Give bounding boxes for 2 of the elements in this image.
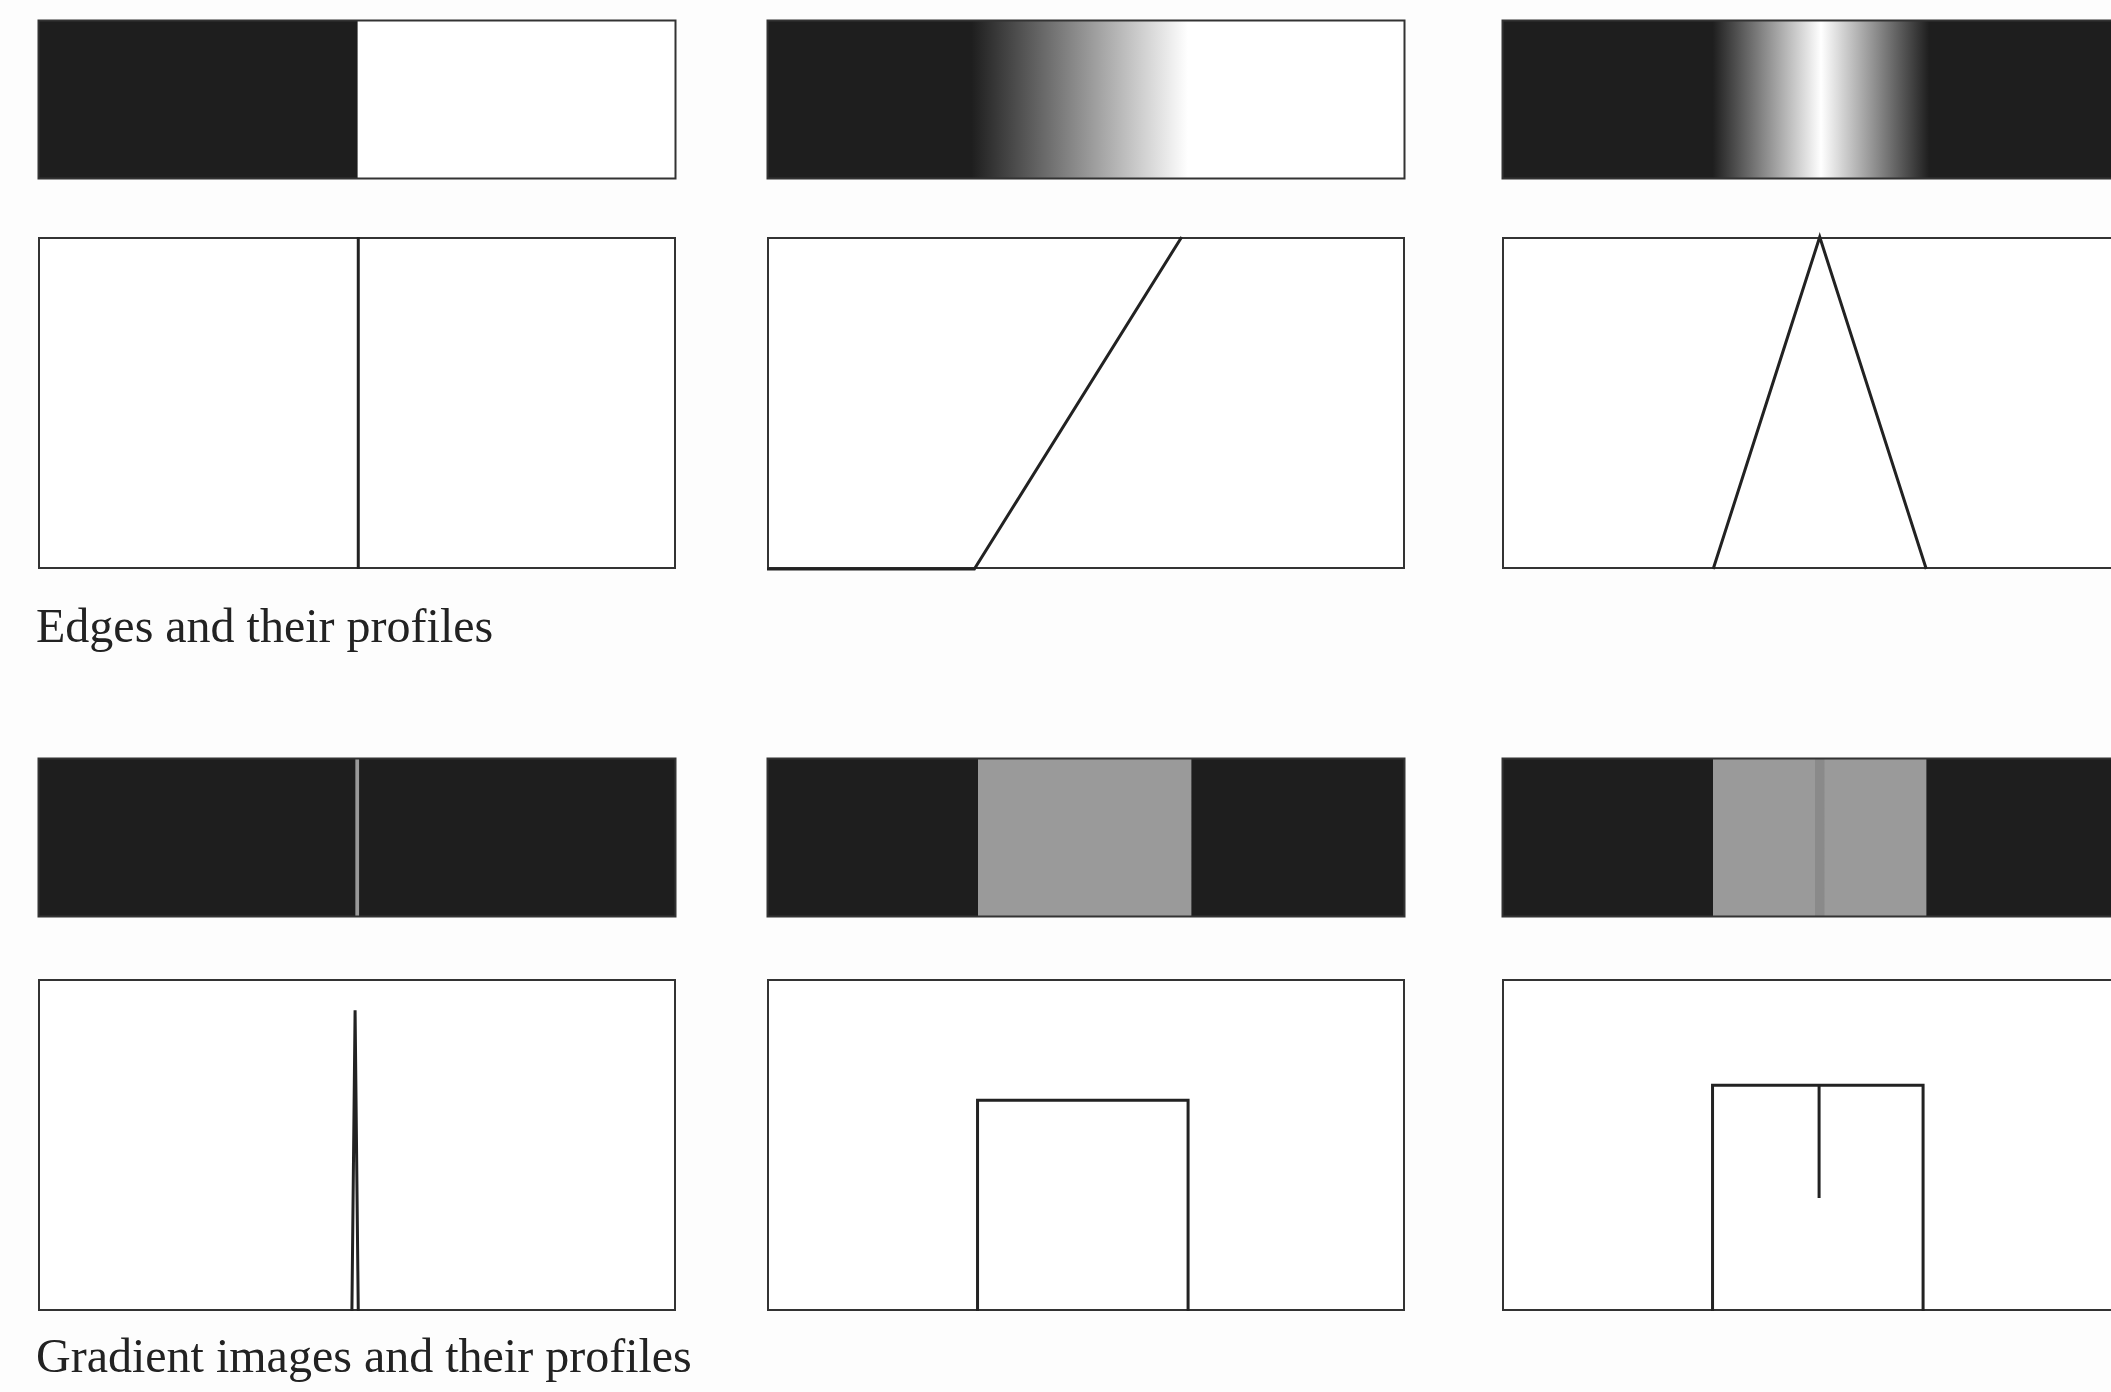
figure-caption: Edges and their profiles [36, 600, 494, 653]
figure-caption: Gradient images and their profiles [36, 1330, 692, 1383]
